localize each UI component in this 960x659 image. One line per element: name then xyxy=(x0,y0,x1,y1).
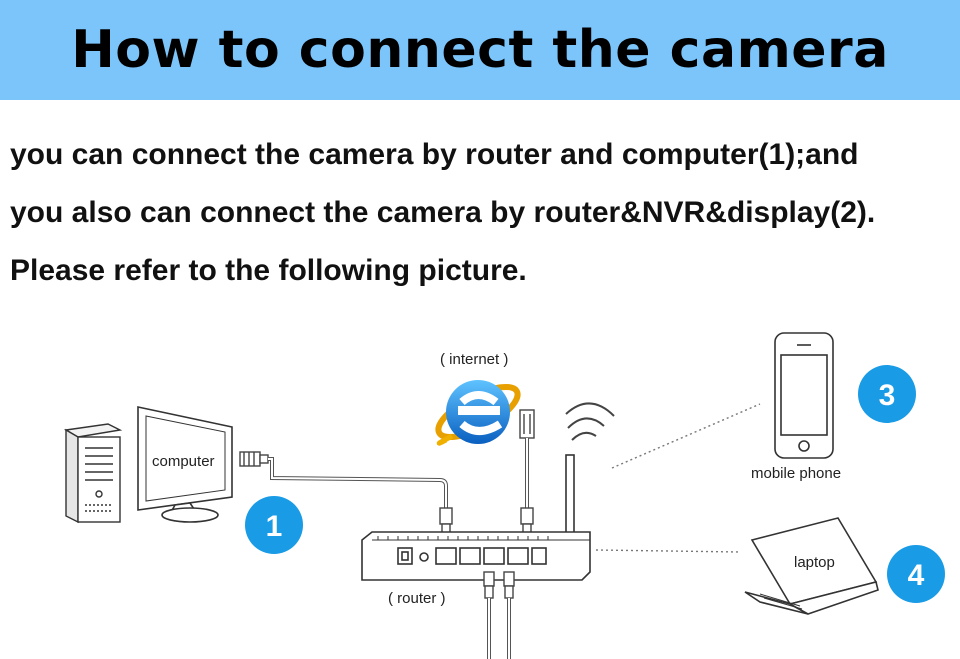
router-down-cables xyxy=(483,571,515,659)
badge-3-number: 3 xyxy=(879,379,896,412)
internet-label: ( internet ) xyxy=(440,351,508,368)
page-title: How to connect the camera xyxy=(71,20,889,80)
wifi-waves-icon xyxy=(565,402,615,441)
internet-cable xyxy=(519,409,535,535)
router-label: ( router ) xyxy=(388,590,446,607)
badge-4: 4 xyxy=(887,545,945,603)
mobile-phone-label: mobile phone xyxy=(751,465,841,482)
intro-line-3: Please refer to the following picture. xyxy=(10,254,527,287)
mobile-phone-icon xyxy=(774,332,834,459)
badge-4-number: 4 xyxy=(908,559,925,592)
computer-cable xyxy=(239,451,453,535)
badge-3: 3 xyxy=(858,365,916,423)
internet-explorer-icon xyxy=(435,380,521,446)
title-banner: How to connect the camera xyxy=(0,0,960,100)
computer-label: computer xyxy=(152,453,215,470)
intro-line-1: you can connect the camera by router and… xyxy=(10,138,859,171)
laptop-label: laptop xyxy=(794,554,835,571)
intro-text: you can connect the camera by router and… xyxy=(10,126,955,300)
computer-monitor-icon xyxy=(137,406,233,523)
laptop-icon xyxy=(744,517,879,615)
badge-1: 1 xyxy=(245,496,303,554)
router-icon xyxy=(361,454,591,581)
intro-line-2: you also can connect the camera by route… xyxy=(10,196,876,229)
badge-1-number: 1 xyxy=(266,510,283,543)
wireless-links xyxy=(595,403,761,553)
computer-tower-icon xyxy=(63,423,123,524)
